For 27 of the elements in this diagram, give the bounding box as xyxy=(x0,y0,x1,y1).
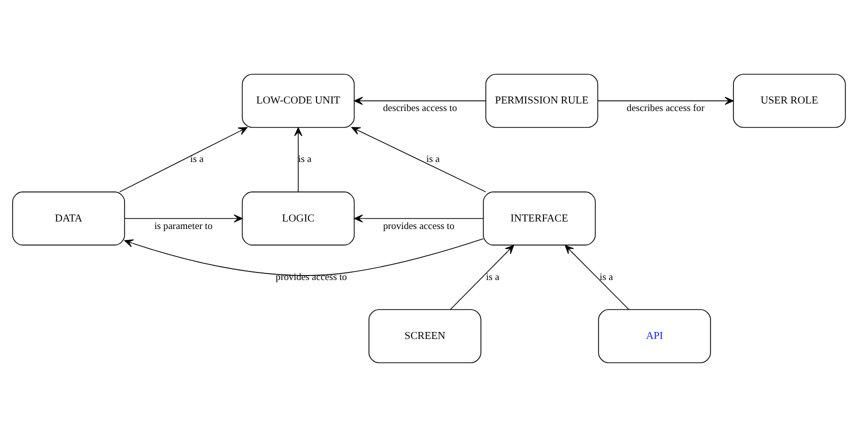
node-box: SCREEN xyxy=(368,308,482,363)
edge-label: is a xyxy=(600,271,613,282)
edge-label: is a xyxy=(190,154,204,165)
edge-label: is a xyxy=(486,271,500,282)
node-box: DATA xyxy=(12,191,125,245)
arrow xyxy=(450,244,514,310)
node-box: LOGIC xyxy=(242,191,355,245)
node-box: PERMISSION RULE xyxy=(485,73,598,128)
arrow xyxy=(598,96,734,104)
edge-label: provides access to xyxy=(383,220,454,232)
node-box: LOW-CODE UNIT xyxy=(242,73,355,128)
edge-label: is parameter to xyxy=(154,220,213,232)
arrow xyxy=(564,244,630,310)
edge-label: describes access for xyxy=(626,102,704,114)
node-box: USER ROLE xyxy=(733,73,846,128)
edge-label: is a xyxy=(426,154,440,165)
arrow xyxy=(351,126,486,192)
arrow xyxy=(119,126,248,192)
arrow xyxy=(124,214,243,222)
arrow xyxy=(294,126,302,192)
arrow xyxy=(354,214,484,222)
node-box: API xyxy=(598,308,711,363)
node-box: INTERFACE xyxy=(482,191,596,245)
edge-label: is a xyxy=(298,154,312,165)
arrow xyxy=(124,238,484,276)
edge-label: describes access to xyxy=(383,102,458,114)
arrow xyxy=(354,96,486,104)
